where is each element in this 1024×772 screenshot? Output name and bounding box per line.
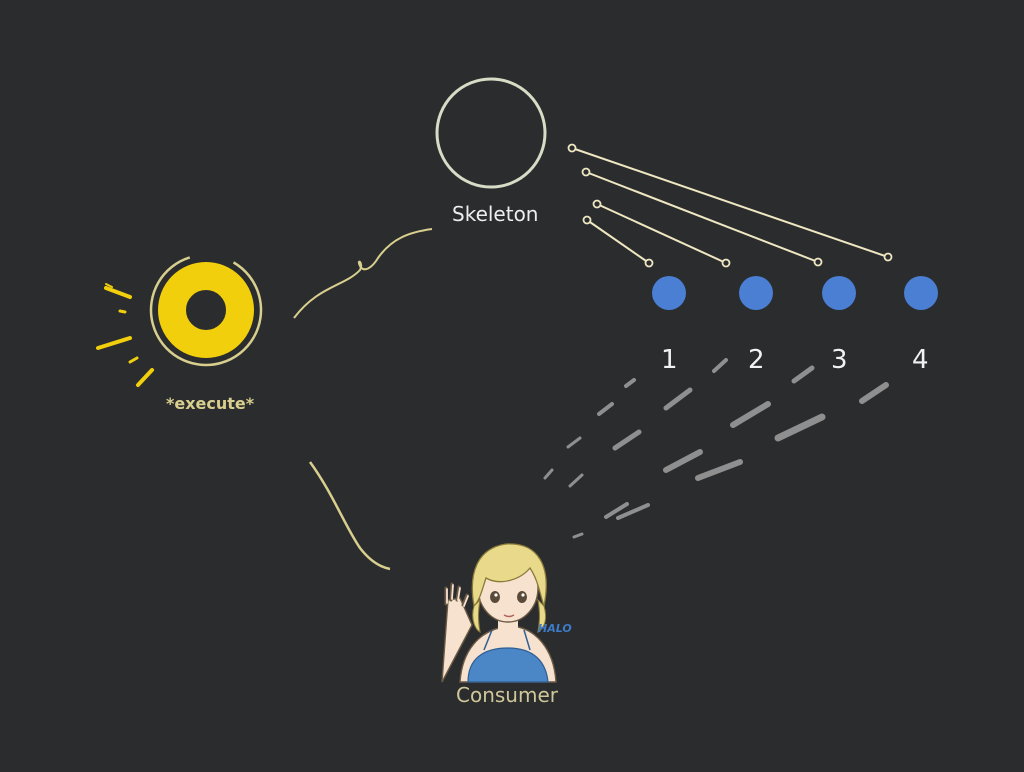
node-1	[652, 276, 686, 310]
node-4	[904, 276, 938, 310]
connector-start-3	[581, 167, 591, 177]
execute-spinner-icon	[149, 253, 263, 367]
execute-to-consumer-link	[308, 461, 391, 571]
connector-line-3	[585, 171, 819, 263]
connector-end-3	[813, 257, 823, 267]
node-label-3: 3	[831, 345, 848, 375]
node-2	[739, 276, 773, 310]
execute-to-skeleton-link	[293, 228, 433, 319]
connector-lines	[571, 147, 889, 264]
halo-text: HALO	[538, 622, 572, 635]
consumer-label: Consumer	[456, 683, 558, 707]
connector-line-1	[586, 219, 650, 264]
skeleton-ring-icon	[435, 77, 547, 189]
speed-swooshes	[543, 358, 889, 539]
connector-line-2	[596, 203, 727, 264]
connector-start-4	[567, 143, 577, 153]
node-label-2: 2	[748, 345, 765, 375]
execute-rays	[96, 283, 154, 387]
connector-start-1	[582, 215, 592, 225]
connector-start-2	[592, 199, 602, 209]
connector-line-4	[571, 147, 889, 258]
nodes	[652, 276, 938, 310]
node-label-4: 4	[912, 345, 929, 375]
connector-end-1	[644, 258, 654, 268]
node-label-1: 1	[661, 345, 678, 375]
connector-endpoints	[567, 143, 893, 268]
connector-end-4	[883, 252, 893, 262]
execute-label: *execute*	[166, 394, 255, 413]
consumer-avatar-icon: HALO	[441, 543, 572, 683]
skeleton-label: Skeleton	[452, 202, 539, 226]
connector-end-2	[721, 258, 731, 268]
node-3	[822, 276, 856, 310]
